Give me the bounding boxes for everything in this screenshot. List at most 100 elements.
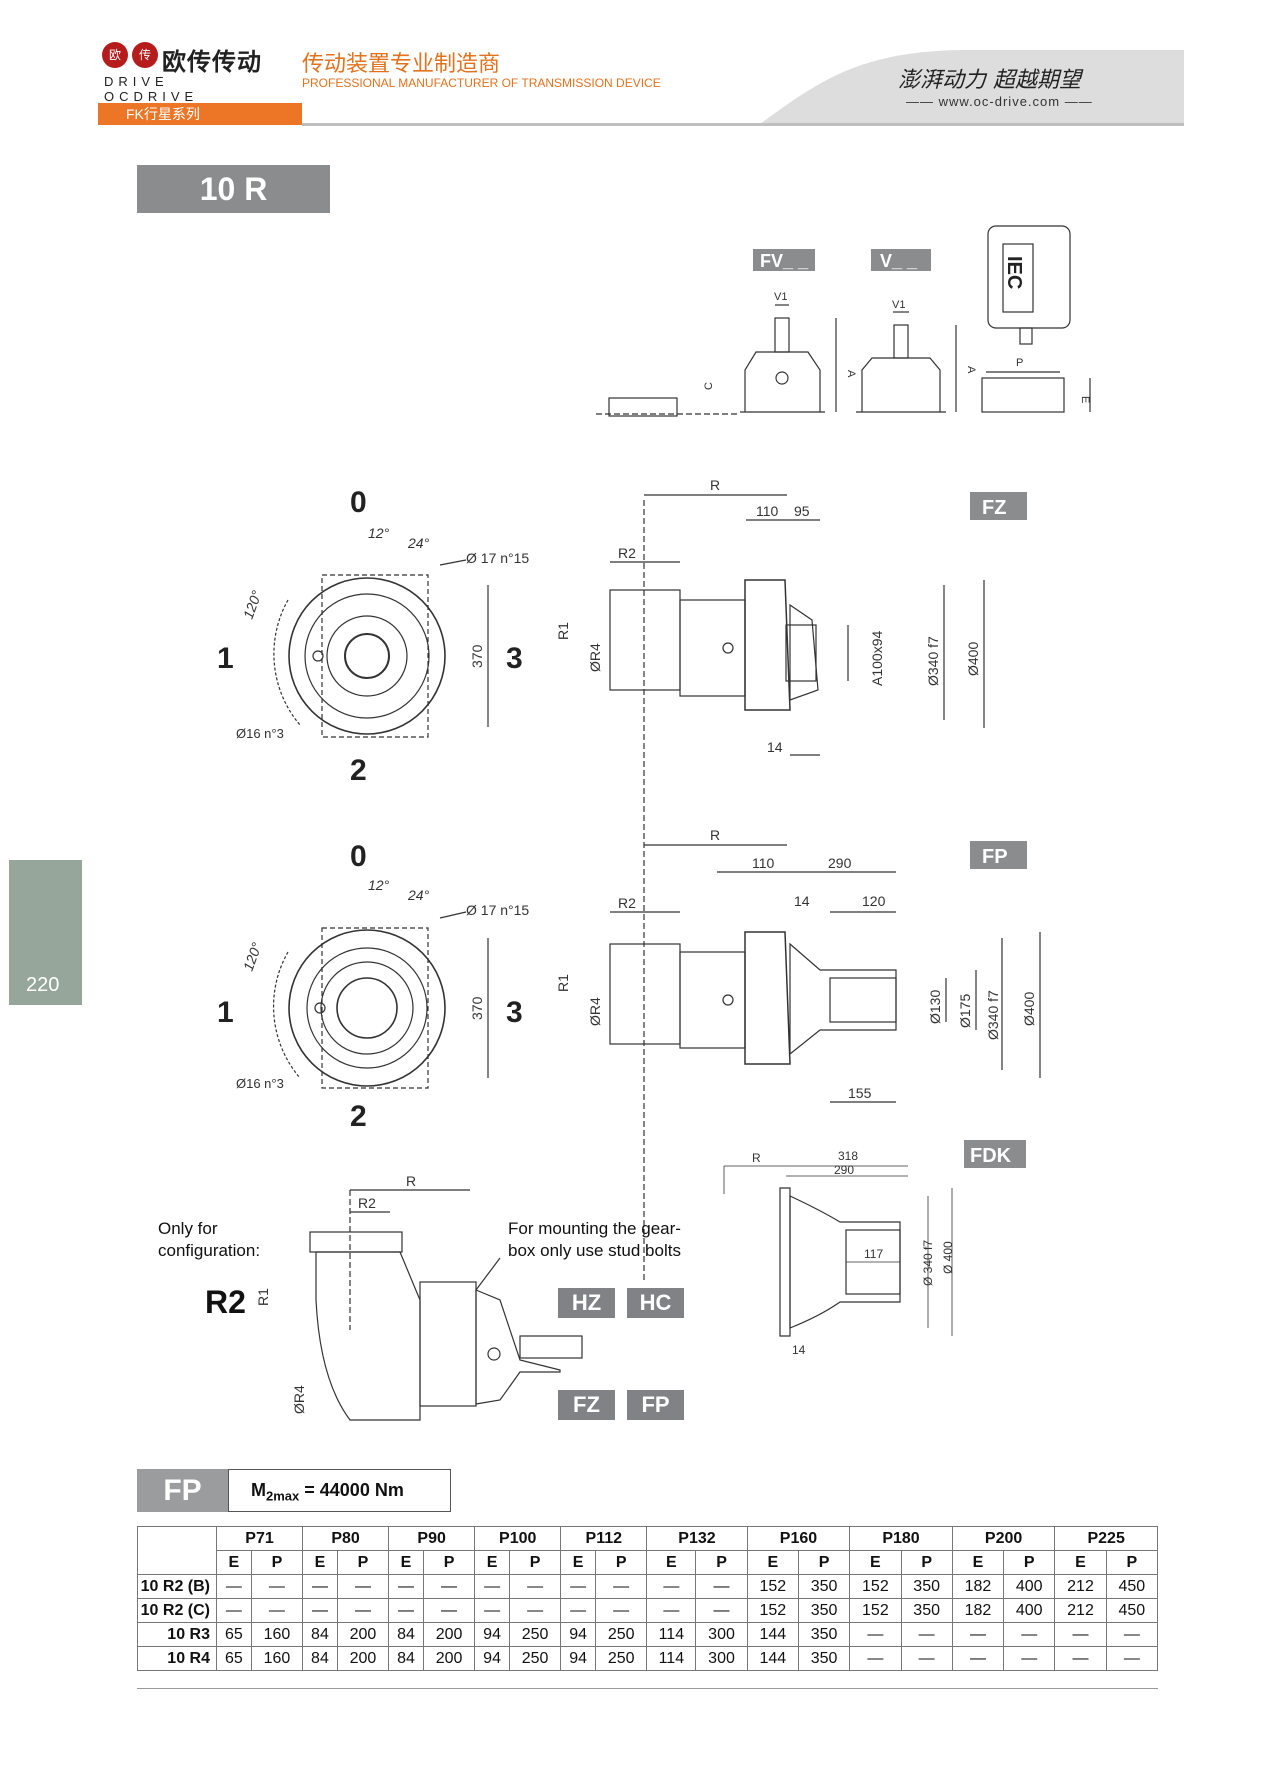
motor-size-header: P200 <box>951 1526 1056 1551</box>
table-cell: 152 <box>849 1574 902 1599</box>
fz-holes-16: Ø16 n°3 <box>236 726 284 741</box>
page-number: 220 <box>26 974 60 996</box>
table-cell: 94 <box>560 1646 597 1671</box>
table-cell: — <box>508 1598 562 1623</box>
fp-input-housing <box>609 943 681 1045</box>
fp-hollow-bore <box>829 977 897 1023</box>
fp-dim-14: 14 <box>794 893 810 909</box>
dim-a: A <box>845 370 857 378</box>
table-cell: 400 <box>1003 1574 1056 1599</box>
logo-name-en: DRIVE OCDRIVE <box>104 74 199 104</box>
fp-main-flange <box>744 931 791 1065</box>
table-cell: 160 <box>250 1646 304 1671</box>
motor-size-header: P225 <box>1054 1526 1158 1551</box>
logo-gear-icon: 传 <box>132 42 158 68</box>
fz-spline-bore <box>785 624 817 682</box>
fz-leader <box>439 559 467 566</box>
fp-output-shaft-housing <box>789 942 897 1056</box>
dim-c: C <box>703 382 715 390</box>
fp-side-view: FP R 110 290 14 120 R2 R1 ØR4 155 Ø130 Ø… <box>555 827 1041 1103</box>
col-header-e: E <box>646 1550 697 1575</box>
table-cell: — <box>336 1574 390 1599</box>
v-flange <box>856 357 946 413</box>
fdk-dim-340: Ø 340 f7 <box>921 1240 935 1286</box>
tagline-cn: 传动装置专业制造商 <box>302 51 501 76</box>
fdk-dim-r: R <box>752 1151 761 1165</box>
table-cell: 350 <box>900 1574 953 1599</box>
r2-dim-r4: ØR4 <box>291 1385 307 1414</box>
fp-hub-circle <box>320 961 414 1055</box>
fp-angle-12: 12° <box>368 877 390 893</box>
motor-size-header: P100 <box>474 1526 562 1551</box>
col-header-p: P <box>250 1550 304 1575</box>
table-cell: — <box>422 1598 476 1623</box>
fp-badge-bg <box>970 841 1027 869</box>
col-header-p: P <box>1003 1550 1056 1575</box>
table-cell: 84 <box>388 1646 424 1671</box>
r2-stage-housing <box>419 1281 477 1407</box>
logo-gear-icon: 欧 <box>102 42 128 68</box>
table-cell: — <box>216 1598 252 1623</box>
table-cell: 250 <box>508 1646 562 1671</box>
table-cell: — <box>1003 1646 1056 1671</box>
table-cell: 200 <box>422 1622 476 1647</box>
r2-output-shaft <box>519 1335 583 1359</box>
table-cell: — <box>595 1574 648 1599</box>
table-cell: — <box>1105 1646 1159 1671</box>
table-cell: — <box>951 1646 1005 1671</box>
r2-config-note-line1: Only for <box>158 1219 218 1238</box>
table-cell: — <box>508 1574 562 1599</box>
fz-pos-3: 3 <box>506 642 523 675</box>
table-cell: — <box>1003 1622 1056 1647</box>
table-cell: 65 <box>216 1646 252 1671</box>
table-cell: 200 <box>336 1622 390 1647</box>
col-header-p: P <box>900 1550 953 1575</box>
r2-config-view: R R2 R1 ØR4 <box>255 1173 583 1421</box>
fp-angle-24: 24° <box>407 887 430 903</box>
table-cell: — <box>388 1598 424 1623</box>
motor-size-header: P71 <box>215 1526 304 1551</box>
col-header-p: P <box>508 1550 562 1575</box>
fp-dim-r: R <box>710 827 720 843</box>
fdk-dim-400: Ø 400 <box>941 1241 955 1274</box>
motor-size-header: P160 <box>746 1526 851 1551</box>
fp-dim-400: Ø400 <box>1021 992 1037 1026</box>
r2-dim-r2: R2 <box>358 1195 376 1211</box>
fz-dim-r2: R2 <box>618 545 636 561</box>
tagline-en: PROFESSIONAL MANUFACTURER OF TRANSMISSIO… <box>302 76 661 90</box>
fp-holes-16: Ø16 n°3 <box>236 1076 284 1091</box>
table-cell: 212 <box>1054 1574 1107 1599</box>
fz-hub-circle <box>326 615 408 697</box>
table-cell: 200 <box>422 1646 476 1671</box>
table-cell: 152 <box>849 1598 902 1623</box>
col-header-e: E <box>1054 1550 1107 1575</box>
table-corner-cell <box>137 1526 217 1575</box>
fz-hole <box>312 650 324 662</box>
torque-symbol: M <box>251 1480 266 1500</box>
fp-dim-110: 110 <box>752 855 775 871</box>
coupling-block <box>608 397 678 417</box>
table-cell: — <box>250 1598 304 1623</box>
table-cell: 300 <box>695 1646 748 1671</box>
badge-hc: HC <box>627 1288 684 1318</box>
table-cell: — <box>595 1598 648 1623</box>
fz-output-cone <box>789 603 819 701</box>
iec-plate <box>1002 243 1034 313</box>
fdk-dim-290: 290 <box>834 1163 854 1177</box>
fp-dim-r2: R2 <box>618 895 636 911</box>
table-cell: — <box>474 1574 510 1599</box>
dim-a-2: A <box>965 366 977 374</box>
fz-angle-120: 120° <box>240 588 265 621</box>
fz-dim-14: 14 <box>767 739 783 755</box>
r2-stud <box>487 1347 501 1361</box>
table-cell: — <box>1054 1622 1107 1647</box>
r2-output-cone <box>475 1289 561 1405</box>
fp-bolt <box>722 994 734 1006</box>
website-text: www.oc-drive.com <box>938 94 1061 109</box>
fz-holes-17: Ø 17 n°15 <box>466 550 529 566</box>
fp-flange-circle <box>288 929 446 1087</box>
